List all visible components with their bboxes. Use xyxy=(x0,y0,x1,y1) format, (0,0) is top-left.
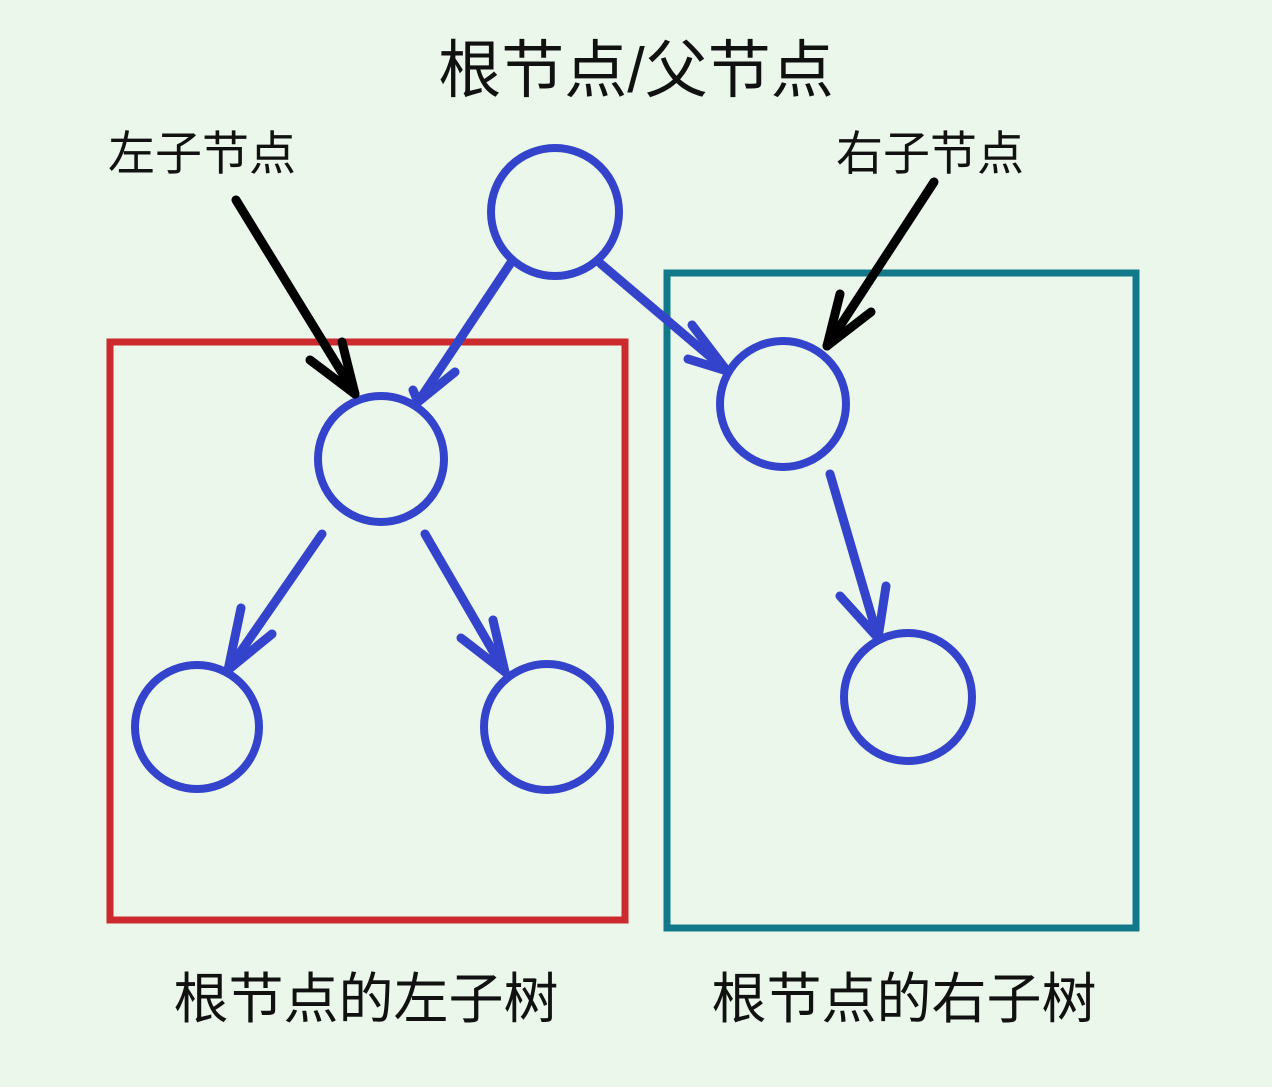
node-middle-leaf[interactable] xyxy=(480,660,614,794)
callout-arrow-right-child xyxy=(822,177,939,351)
callout-arrow-left-child xyxy=(231,195,360,399)
node-root[interactable] xyxy=(487,144,623,280)
node-right-child[interactable] xyxy=(716,337,850,471)
callout-label-right-child: 右子节点 xyxy=(836,127,1024,180)
node-left-leaf[interactable] xyxy=(131,661,263,793)
tree-edge-left-child-to-middle-leaf xyxy=(420,529,510,677)
page-title: 根节点/父节点 xyxy=(438,36,834,106)
caption-left-subtree: 根节点的左子树 xyxy=(173,968,558,1030)
right-subtree-box xyxy=(663,269,1140,932)
node-right-leaf[interactable] xyxy=(840,629,976,765)
tree-edge-root-to-left-child xyxy=(408,256,517,407)
node-left-child[interactable] xyxy=(314,392,448,526)
caption-right-subtree: 根节点的右子树 xyxy=(711,968,1096,1030)
left-subtree-box xyxy=(106,338,629,924)
callout-label-left-child: 左子节点 xyxy=(108,127,296,180)
